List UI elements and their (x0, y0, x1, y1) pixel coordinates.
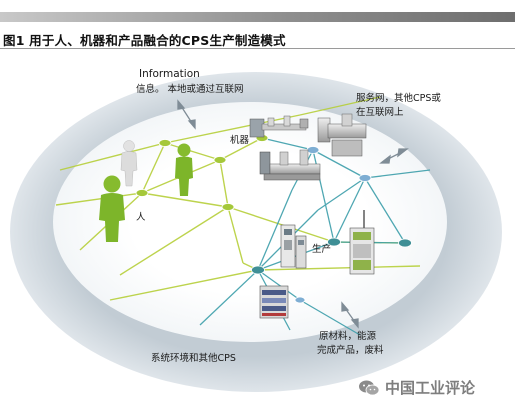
label-production: 生产 (312, 244, 332, 255)
label-system-environment: 系统环境和其他CPS (151, 353, 236, 364)
label-materials-line1: 原材料，能源 (319, 331, 377, 342)
cps-diagram (10, 72, 502, 392)
arrow-service (379, 148, 409, 164)
label-service-line2: 在互联网上 (356, 107, 404, 118)
watermark: 中国工业评论 (358, 377, 475, 398)
inner-area (53, 102, 447, 342)
machine-cluster (249, 113, 367, 181)
label-people: 人 (136, 212, 146, 223)
label-information-zh: 信息。 本地或通过互联网 (136, 84, 244, 95)
person-green-back-figure (175, 143, 193, 196)
blue-nodes (294, 146, 372, 304)
arrow-info (177, 99, 196, 130)
terminal-module (259, 285, 289, 319)
label-service-line1: 服务网，其他CPS或 (356, 93, 441, 104)
person-grey-figure (120, 140, 138, 187)
person-green-front-figure (99, 175, 125, 242)
green-nodes (135, 134, 269, 211)
wechat-icon (359, 380, 380, 395)
watermark-text: 中国工业评论 (385, 379, 476, 397)
label-machines: 机器 (230, 135, 250, 146)
title-divider (0, 48, 515, 49)
top-bar (0, 12, 515, 22)
label-information-en: Information (139, 68, 200, 80)
arrow-materials (341, 301, 359, 329)
figure-title: 图1 用于人、机器和产品融合的CPS生产制造模式 (3, 33, 286, 48)
teal-nodes (251, 237, 412, 275)
label-materials-line2: 完成产品，废料 (317, 345, 384, 356)
production-devices (280, 210, 375, 275)
